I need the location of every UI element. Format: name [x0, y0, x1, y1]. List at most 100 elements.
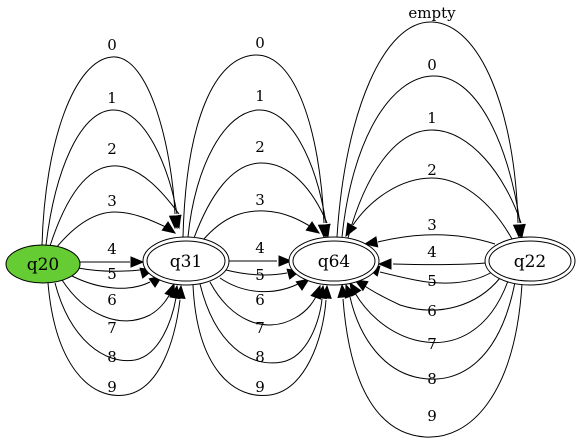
edge-path: [49, 165, 180, 247]
arrowhead: [295, 278, 311, 291]
edge-path: [361, 277, 501, 311]
arrowhead: [320, 284, 332, 299]
node-shape: [5, 244, 81, 284]
edge-label: 8: [255, 348, 265, 366]
edge-path: [392, 262, 487, 266]
nodes-layer: q20 q31 q64 q22: [5, 236, 576, 286]
edge-path: [341, 75, 521, 238]
node-label: q22: [514, 252, 547, 272]
edge-path: [54, 282, 177, 362]
edge-label: 2: [107, 140, 117, 158]
node-label: q31: [170, 252, 203, 272]
edge-path: [61, 279, 173, 322]
arrowhead: [514, 223, 526, 239]
node-inner-ring: [488, 240, 572, 282]
edge-path: [202, 210, 314, 241]
edge-q31-q64-4: 4: [229, 239, 293, 267]
edge-label: 7: [107, 319, 117, 337]
edge-path: [55, 211, 171, 249]
arrowhead: [353, 279, 369, 292]
edge-q20-q31-9: 9: [47, 282, 186, 396]
edge-label: 9: [427, 407, 437, 425]
edge-q22-q64-4: 4: [377, 243, 487, 270]
edge-label: 5: [255, 266, 265, 284]
edge-q64-q22-1: 1: [347, 109, 526, 239]
edge-q31-q64-7: 7: [209, 281, 322, 337]
edge-q20-q31-5: 5: [77, 265, 155, 283]
edge-q31-q64-9: 9: [192, 284, 332, 397]
node-q20: q20: [5, 244, 81, 284]
edge-path: [193, 162, 328, 239]
edge-q31-q64-5: 5: [225, 266, 302, 284]
edge-q22-q64-2: 2: [345, 161, 513, 240]
edge-label: 3: [427, 216, 437, 234]
edge-label: 4: [255, 239, 265, 257]
node-q31: q31: [142, 236, 230, 286]
edge-path: [342, 283, 523, 438]
arrowhead: [337, 283, 349, 298]
edge-q22-q64-3: 3: [363, 216, 496, 248]
edge-label: 5: [427, 272, 437, 290]
edge-path: [377, 234, 496, 245]
edge-q22-q64-9: 9: [337, 283, 523, 438]
arrowhead: [345, 222, 358, 238]
arrowhead: [278, 255, 293, 267]
node-outer-ring: [142, 236, 230, 286]
edge-q31-q64-3: 3: [202, 191, 321, 241]
edge-label: 7: [255, 319, 265, 337]
edge-label: 6: [427, 302, 437, 320]
node-outer-ring: [484, 236, 576, 286]
edge-label: 4: [427, 243, 437, 261]
arrowhead: [170, 214, 182, 230]
edge-path: [192, 284, 327, 397]
edge-label: 4: [107, 240, 117, 258]
edge-path: [187, 109, 327, 238]
edge-label: 8: [427, 370, 437, 388]
edge-q20-q31-2: 2: [49, 140, 182, 247]
edge-path: [347, 129, 522, 239]
edge-label: 0: [107, 36, 117, 54]
edge-label: 7: [427, 335, 437, 353]
edge-path: [182, 54, 325, 238]
edge-path: [225, 269, 288, 276]
edge-path: [349, 281, 516, 380]
node-inner-ring: [146, 240, 226, 282]
edge-label: empty: [408, 4, 456, 22]
edge-path: [77, 267, 141, 272]
node-label: q64: [318, 252, 351, 272]
edge-label: 1: [427, 109, 437, 127]
edge-path: [71, 275, 151, 289]
edge-path: [47, 282, 181, 396]
arrowhead: [305, 221, 321, 234]
edge-q31-q64-6: 6: [219, 277, 311, 309]
arrowhead: [161, 221, 177, 234]
edge-path: [199, 283, 323, 364]
edge-label: 6: [107, 291, 117, 309]
node-q64: q64: [288, 236, 380, 286]
arrowhead: [363, 236, 379, 248]
arrowhead: [174, 284, 186, 299]
edge-label: 3: [255, 191, 265, 209]
edge-label: 9: [107, 378, 117, 396]
edge-path: [45, 109, 178, 246]
node-q22: q22: [484, 236, 576, 286]
edge-q20-q31-6: 6: [71, 275, 164, 309]
edge-label: 0: [255, 34, 265, 52]
edge-q20-q31-1: 1: [45, 89, 182, 246]
edge-label: 0: [427, 56, 437, 74]
edge-path: [379, 271, 493, 284]
edge-label: 6: [255, 291, 265, 309]
edge-q22-q64-5: 5: [365, 265, 493, 290]
edge-path: [354, 280, 509, 344]
edge-path: [219, 277, 299, 293]
node-outer-ring: [288, 236, 380, 286]
edge-label: 1: [107, 89, 117, 107]
node-label: q20: [27, 255, 60, 275]
edge-q31-q64-1: 1: [187, 87, 331, 239]
edge-label: 9: [255, 378, 265, 396]
edge-q20-q31-4: 4: [80, 240, 145, 268]
edge-q20-q31-3: 3: [55, 192, 177, 249]
edge-path: [352, 177, 513, 240]
